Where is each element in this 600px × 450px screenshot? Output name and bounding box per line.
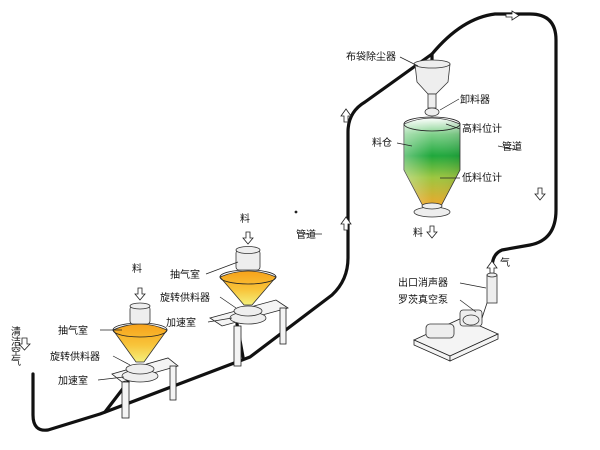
flow-arrows <box>18 10 546 351</box>
bag-filter <box>414 63 451 95</box>
label-feeder1-accel-chamber: 加速室 <box>58 374 88 387</box>
label-feeder2-accel-chamber: 加速室 <box>166 316 196 329</box>
arrow-up-icon <box>340 108 352 123</box>
feeder1-rotary-feeder <box>125 363 155 375</box>
label-roots-pump: 罗茨真空泵 <box>398 293 448 306</box>
feeder2-support-leg <box>233 325 242 367</box>
silo-out-arrow <box>426 225 438 239</box>
unloader <box>424 107 440 117</box>
feeder-unit-2 <box>209 231 289 367</box>
feeder1-hopper <box>112 323 168 363</box>
labels: 清洁空气 抽气室 旋转供料器 加速室 料 抽气室 旋转供料器 加速室 料 管道 … <box>9 50 523 387</box>
label-outlet-silencer: 出口消声器 <box>398 276 448 289</box>
feeder2-support-leg <box>279 307 287 345</box>
arrow-down-icon <box>534 187 546 201</box>
label-feeder3-material: 料 <box>240 212 250 225</box>
exhaust-arrow-up-icon <box>486 260 498 274</box>
feeder1-support-leg <box>169 365 177 401</box>
feeder1-material-in-arrow <box>134 287 146 301</box>
feeder1-support-leg <box>121 381 130 419</box>
outlet-silencer <box>486 274 498 304</box>
pipe-marker-dot <box>294 210 298 214</box>
label-feeder2-rotary-feeder: 旋转供料器 <box>160 291 210 304</box>
pump-motor <box>425 323 455 339</box>
leader-lines <box>97 56 519 381</box>
silo-assembly <box>403 59 461 239</box>
label-feeder2-air-chamber: 抽气室 <box>170 268 200 281</box>
label-high-level: 高料位计 <box>462 122 502 135</box>
arrow-right-icon <box>505 10 520 21</box>
pipe-main <box>31 12 558 432</box>
feeder-unit-1 <box>111 287 179 419</box>
arrow-up-icon <box>340 216 352 231</box>
label-unloader: 卸料器 <box>460 93 490 106</box>
label-silo-out: 料 <box>413 226 423 239</box>
label-feeder1-air-chamber: 抽气室 <box>58 324 88 337</box>
label-low-level: 低料位计 <box>462 171 502 184</box>
feeder2-material-in-arrow <box>242 231 254 245</box>
label-bag-filter: 布袋除尘器 <box>346 50 396 63</box>
label-clean-air: 清洁空气 <box>9 325 21 366</box>
label-exhaust: 气 <box>500 256 510 269</box>
label-pipe-right: 管道 <box>502 140 522 153</box>
feeder2-rotary-feeder <box>233 305 263 317</box>
roots-pump-assembly <box>413 260 499 362</box>
label-feeder1-rotary-feeder: 旋转供料器 <box>50 350 100 363</box>
label-silo: 料仓 <box>372 136 392 149</box>
main-pipeline <box>31 12 558 432</box>
arrow-down-icon <box>18 337 31 351</box>
label-pipe-left: 管道 <box>296 228 316 241</box>
label-feeder2-material: 料 <box>132 262 142 275</box>
feeder2-hopper <box>219 270 277 306</box>
